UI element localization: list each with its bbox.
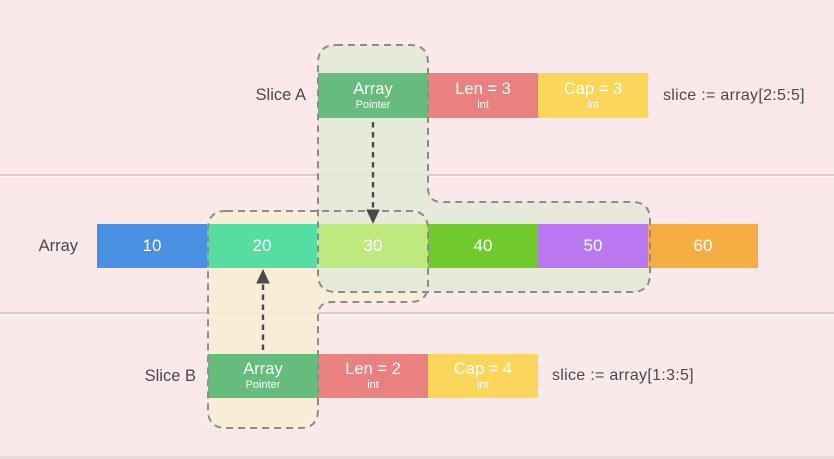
array-cell-30: 30 (318, 224, 428, 268)
slice-a-cap-field: Cap = 3 int (538, 73, 648, 118)
slice-a-len-field: Len = 3 int (428, 73, 538, 118)
array-cell-20-value: 20 (252, 236, 272, 255)
slice-b-len-title: Len = 2 (345, 360, 401, 378)
bottom-edge-shade (0, 456, 834, 459)
slice-a-code: slice := array[2:5:5] (663, 86, 805, 104)
slice-a-pointer-arrow (366, 122, 380, 224)
slice-b-pointer-type: Pointer (245, 379, 281, 391)
array-cell-20: 20 (207, 224, 317, 268)
array-cell-10-value: 10 (142, 236, 162, 255)
slice-a-len-type: int (477, 98, 489, 111)
slice-a-cap-title: Cap = 3 (563, 79, 623, 98)
array-cell-10: 10 (97, 224, 207, 268)
slice-b-pointer-title: Array (243, 360, 283, 378)
array-cell-40: 40 (428, 224, 538, 268)
array-cell-30-value: 30 (363, 236, 383, 255)
array-cell-60: 60 (648, 224, 758, 268)
slice-a-pointer-title: Array (353, 79, 393, 98)
slice-b-pointer-field: Array Pointer (208, 354, 318, 398)
slice-a-pointer-field: Array Pointer (318, 73, 428, 118)
array-cell-40-value: 40 (473, 236, 493, 255)
divider-top-section (0, 174, 834, 176)
array-cell-50-value: 50 (583, 236, 603, 255)
slice-b-cap-field: Cap = 4 int (428, 354, 538, 398)
slice-b-arrowhead-icon (256, 269, 270, 284)
slice-a-arrowhead-icon (366, 209, 380, 224)
slice-b-label: Slice B (144, 366, 196, 385)
slice-a-label: Slice A (255, 86, 306, 104)
slice-b-cap-title: Cap = 4 (453, 360, 513, 378)
divider-bottom-section (0, 312, 834, 314)
slice-b-pointer-arrow (256, 269, 270, 350)
slice-b-len-type: int (367, 379, 379, 391)
slice-a-len-title: Len = 3 (455, 79, 511, 98)
slice-b-cap-type: int (477, 379, 489, 391)
slice-a-cap-type: int (587, 98, 599, 111)
array-cell-60-value: 60 (693, 236, 713, 255)
slice-b-len-field: Len = 2 int (318, 354, 428, 398)
array-cell-50: 50 (538, 224, 648, 268)
slice-b-code: slice := array[1:3:5] (552, 367, 694, 384)
array-label: Array (38, 236, 78, 255)
slice-a-pointer-type: Pointer (355, 98, 391, 111)
